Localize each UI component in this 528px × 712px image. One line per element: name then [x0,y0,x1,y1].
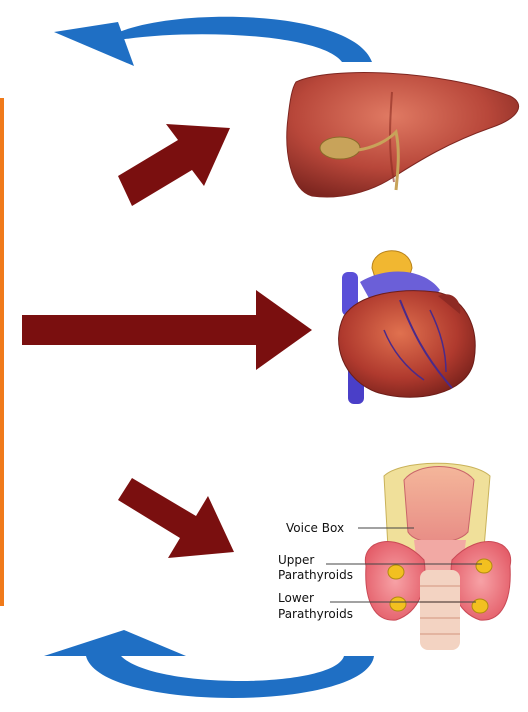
lower-right-parathyroid [472,599,488,613]
liver-icon [287,73,519,198]
arrow-to-liver-icon [118,124,230,206]
arrow-to-heart-icon [22,290,312,370]
top-cycle-arrow-icon [54,17,372,66]
label-lower-line2: Parathyroids [278,607,353,621]
upper-left-parathyroid [388,565,404,579]
label-upper-line1: Upper [278,553,314,567]
upper-right-parathyroid [476,559,492,573]
bottom-cycle-arrow-icon [44,630,374,698]
label-lower-line1: Lower [278,591,314,605]
label-upper-line2: Parathyroids [278,568,353,582]
left-accent-bar [0,98,4,606]
arrow-to-thyroid-icon [118,478,234,558]
heart-icon [339,251,476,404]
label-voice-box: Voice Box [286,521,344,535]
lower-left-parathyroid [390,597,406,611]
thyroid-parathyroid-icon [326,463,511,650]
